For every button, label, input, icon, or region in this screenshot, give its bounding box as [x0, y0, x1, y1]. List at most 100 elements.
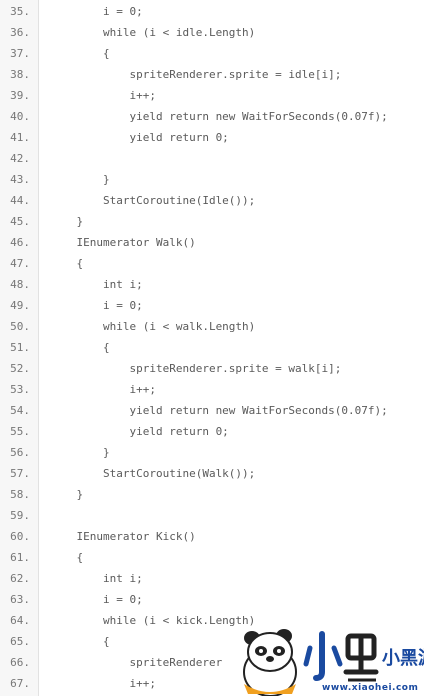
- line-number: 56.: [10, 446, 30, 459]
- code-text: }: [50, 446, 110, 459]
- code-line: 62. int i;: [0, 568, 424, 589]
- line-number: 58.: [10, 488, 30, 501]
- line-number: 55.: [10, 425, 30, 438]
- code-text: i++;: [50, 89, 156, 102]
- code-line: 63. i = 0;: [0, 589, 424, 610]
- code-line: 58. }: [0, 484, 424, 505]
- line-number: 37.: [10, 47, 30, 60]
- code-text: IEnumerator Walk(): [50, 236, 196, 249]
- watermark-url: www.xiaohei.com: [322, 683, 419, 693]
- code-text: int i;: [50, 278, 143, 291]
- code-text: yield return 0;: [50, 425, 229, 438]
- code-line: 45. }: [0, 211, 424, 232]
- code-text: yield return 0;: [50, 131, 229, 144]
- code-text: int i;: [50, 572, 143, 585]
- line-number: 66.: [10, 656, 30, 669]
- code-text: while (i < kick.Length): [50, 614, 256, 627]
- line-number: 51.: [10, 341, 30, 354]
- code-text: i = 0;: [50, 593, 143, 606]
- code-text: }: [50, 215, 84, 228]
- code-line: 38. spriteRenderer.sprite = idle[i];: [0, 64, 424, 85]
- code-line: 67. i++;: [0, 673, 424, 694]
- code-text: {: [50, 341, 110, 354]
- panda-logo-icon: 小黑游戏: [243, 629, 424, 697]
- code-line: 43. }: [0, 169, 424, 190]
- code-line: 49. i = 0;: [0, 295, 424, 316]
- code-text: }: [50, 488, 84, 501]
- code-text: i++;: [50, 677, 156, 690]
- code-line: 57. StartCoroutine(Walk());: [0, 463, 424, 484]
- line-number: 52.: [10, 362, 30, 375]
- line-number: 39.: [10, 89, 30, 102]
- code-text: {: [50, 551, 84, 564]
- line-number: 49.: [10, 299, 30, 312]
- line-number-gutter: [0, 0, 39, 696]
- line-number: 41.: [10, 131, 30, 144]
- code-text: }: [50, 173, 110, 186]
- code-text: {: [50, 257, 84, 270]
- line-number: 44.: [10, 194, 30, 207]
- code-line: 54. yield return new WaitForSeconds(0.07…: [0, 400, 424, 421]
- line-number: 62.: [10, 572, 30, 585]
- code-line: 48. int i;: [0, 274, 424, 295]
- line-number: 45.: [10, 215, 30, 228]
- line-number: 63.: [10, 593, 30, 606]
- line-number: 67.: [10, 677, 30, 690]
- code-line: 66. spriteRenderer: [0, 652, 424, 673]
- code-line: 39. i++;: [0, 85, 424, 106]
- code-text: spriteRenderer.sprite = idle[i];: [50, 68, 342, 81]
- code-line: 44. StartCoroutine(Idle());: [0, 190, 424, 211]
- code-text: {: [50, 635, 110, 648]
- code-line: 36. while (i < idle.Length): [0, 22, 424, 43]
- code-text: i++;: [50, 383, 156, 396]
- code-text: spriteRenderer.sprite = walk[i];: [50, 362, 342, 375]
- line-number: 48.: [10, 278, 30, 291]
- line-number: 36.: [10, 26, 30, 39]
- line-number: 47.: [10, 257, 30, 270]
- code-line: 46. IEnumerator Walk(): [0, 232, 424, 253]
- line-number: 42.: [10, 152, 30, 165]
- code-text: i = 0;: [50, 5, 143, 18]
- line-number: 43.: [10, 173, 30, 186]
- code-line: 41. yield return 0;: [0, 127, 424, 148]
- code-line: 35. i = 0;: [0, 1, 424, 22]
- line-number: 65.: [10, 635, 30, 648]
- code-text: StartCoroutine(Idle());: [50, 194, 256, 207]
- code-line: 65. {: [0, 631, 424, 652]
- line-number: 38.: [10, 68, 30, 81]
- line-number: 46.: [10, 236, 30, 249]
- code-text: StartCoroutine(Walk());: [50, 467, 256, 480]
- line-number: 60.: [10, 530, 30, 543]
- code-line: 40. yield return new WaitForSeconds(0.07…: [0, 106, 424, 127]
- line-number: 50.: [10, 320, 30, 333]
- code-line: 50. while (i < walk.Length): [0, 316, 424, 337]
- code-text: yield return new WaitForSeconds(0.07f);: [50, 110, 388, 123]
- code-line: 42.: [0, 148, 424, 169]
- code-line: 53. i++;: [0, 379, 424, 400]
- line-number: 35.: [10, 5, 30, 18]
- code-text: yield return new WaitForSeconds(0.07f);: [50, 404, 388, 417]
- line-number: 61.: [10, 551, 30, 564]
- code-text: while (i < walk.Length): [50, 320, 256, 333]
- code-text: {: [50, 47, 110, 60]
- code-text: spriteRenderer: [50, 656, 223, 669]
- code-line: 61. {: [0, 547, 424, 568]
- line-number: 59.: [10, 509, 30, 522]
- line-number: 57.: [10, 467, 30, 480]
- brand-text: 小黑游戏: [382, 647, 424, 669]
- line-number: 54.: [10, 404, 30, 417]
- code-line: 55. yield return 0;: [0, 421, 424, 442]
- code-line: 52. spriteRenderer.sprite = walk[i];: [0, 358, 424, 379]
- code-text: IEnumerator Kick(): [50, 530, 196, 543]
- line-number: 53.: [10, 383, 30, 396]
- code-line: 51. {: [0, 337, 424, 358]
- code-text: while (i < idle.Length): [50, 26, 256, 39]
- code-line: 59.: [0, 505, 424, 526]
- watermark-logo: 小黑游戏: [230, 624, 424, 697]
- line-number: 64.: [10, 614, 30, 627]
- code-line: 47. {: [0, 253, 424, 274]
- code-line: 37. {: [0, 43, 424, 64]
- line-number: 40.: [10, 110, 30, 123]
- code-text: i = 0;: [50, 299, 143, 312]
